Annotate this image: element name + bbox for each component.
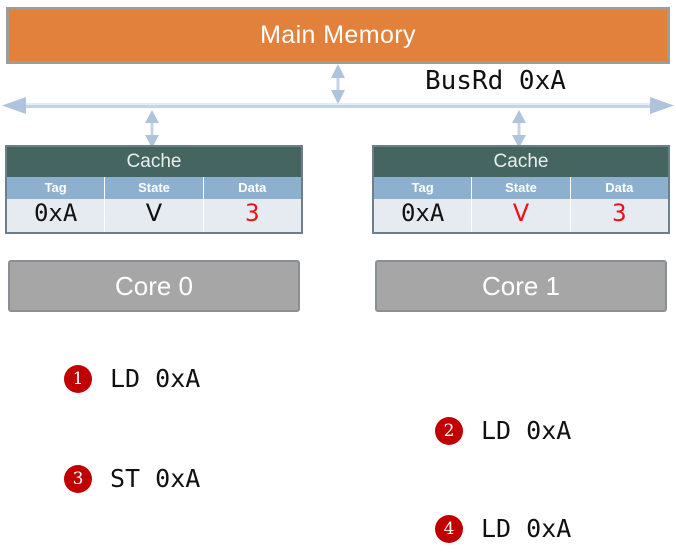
cache-title: Cache <box>374 147 668 177</box>
cache-title: Cache <box>7 147 301 177</box>
main-memory-block: Main Memory <box>6 7 670 64</box>
cache-column-header-data: Data <box>203 177 301 200</box>
step-instruction: LD 0xA <box>481 416 572 445</box>
step-number-badge: 2 <box>435 416 463 445</box>
cache-block-core-1: Cache Tag State Data 0xA V 3 <box>372 145 670 234</box>
cache-entry-row: 0xA V 3 <box>7 199 301 232</box>
step-number-badge: 4 <box>435 514 463 543</box>
core-block-0: Core 0 <box>8 260 300 312</box>
cache-column-header-state: State <box>105 177 204 200</box>
step-instruction: LD 0xA <box>110 364 201 393</box>
cache-cell-state: V <box>472 199 571 232</box>
cache-block-core-0: Cache Tag State Data 0xA V 3 <box>5 145 303 234</box>
step-instruction: LD 0xA <box>481 514 572 543</box>
cache-cell-data: 3 <box>570 199 668 232</box>
step-number-badge: 3 <box>64 464 92 493</box>
cache-column-header-state: State <box>472 177 571 200</box>
core-label: Core 0 <box>114 270 194 301</box>
cache-cell-tag: 0xA <box>7 199 106 232</box>
cache-cell-state: V <box>105 199 204 232</box>
cache-column-headers: Tag State Data <box>374 177 668 200</box>
cache-cell-tag: 0xA <box>374 199 473 232</box>
cache-column-header-tag: Tag <box>7 177 106 200</box>
core-label: Core 1 <box>481 270 561 301</box>
cache-column-header-data: Data <box>570 177 668 200</box>
connector-memory-to-bus <box>331 64 345 104</box>
step-item: 2 LD 0xA <box>435 416 571 445</box>
system-bus <box>2 97 674 114</box>
step-number-badge: 1 <box>64 364 92 393</box>
cache-entry-row: 0xA V 3 <box>374 199 668 232</box>
connector-bus-to-cache-0 <box>145 110 159 148</box>
step-item: 1 LD 0xA <box>64 364 200 393</box>
main-memory-label: Main Memory <box>260 21 416 49</box>
step-item: 4 LD 0xA <box>435 514 571 543</box>
bus-transaction-label: BusRd 0xA <box>425 66 566 96</box>
cache-column-header-tag: Tag <box>374 177 473 200</box>
connector-bus-to-cache-1 <box>512 110 526 148</box>
step-item: 3 ST 0xA <box>64 464 200 493</box>
step-instruction: ST 0xA <box>110 464 201 493</box>
cache-cell-data: 3 <box>203 199 301 232</box>
core-block-1: Core 1 <box>375 260 667 312</box>
cache-column-headers: Tag State Data <box>7 177 301 200</box>
